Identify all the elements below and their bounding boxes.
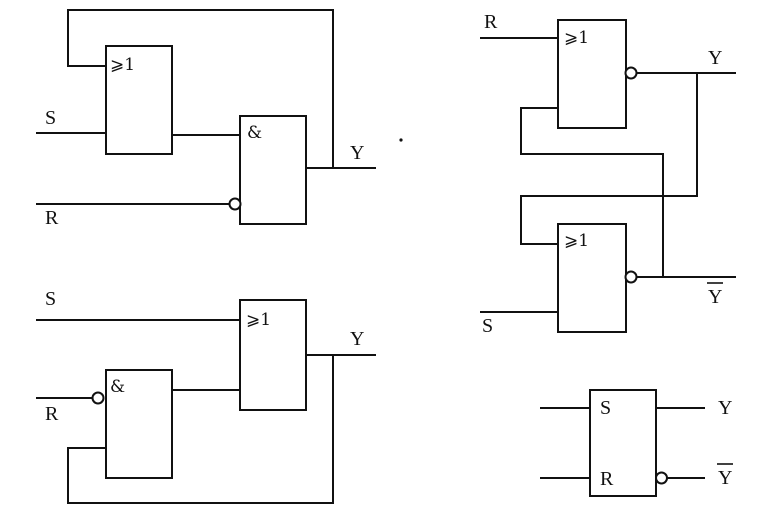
cross-wire-y — [520, 73, 698, 245]
output-y-label: Y — [708, 47, 722, 69]
lower-output-bubble — [624, 270, 638, 284]
input-r-label: R — [45, 403, 59, 425]
output-y-label: Y — [350, 142, 364, 164]
or-gate — [105, 45, 173, 155]
and-gate — [105, 369, 173, 479]
and-gate-symbol: & — [247, 123, 262, 143]
or-gate-symbol: ⩾1 — [110, 55, 135, 75]
stray-dot — [399, 138, 403, 142]
inverter-bubble — [228, 197, 242, 211]
lower-gate-symbol: ⩾1 — [564, 231, 589, 251]
and-gate — [239, 115, 307, 225]
input-s-label: S — [45, 288, 56, 310]
output-bubble — [655, 471, 668, 485]
output-y-bar-label: Y — [718, 467, 732, 489]
output-y-bar-label: Y — [708, 286, 722, 308]
block-input-r-label: R — [600, 468, 614, 490]
input-r-label: R — [484, 11, 498, 33]
output-y-label: Y — [350, 328, 364, 350]
cross-wire-y-bar — [520, 107, 664, 277]
feedback-wire — [67, 355, 334, 504]
circuit-bottom-left: ⩾1 & S R Y — [36, 288, 376, 504]
or-gate-symbol: ⩾1 — [246, 310, 271, 330]
feedback-wire — [67, 9, 334, 168]
lower-nor-gate — [557, 223, 627, 333]
circuit-top-left: ⩾1 & S R Y — [36, 9, 376, 229]
input-s-label: S — [45, 107, 56, 129]
and-gate-symbol: & — [110, 377, 125, 397]
or-gate — [239, 299, 307, 411]
circuit-top-right: ⩾1 ⩾1 R S Y Y — [480, 11, 736, 337]
block-input-s-label: S — [600, 397, 611, 419]
upper-nor-gate — [557, 19, 627, 129]
input-s-label: S — [482, 315, 493, 337]
circuit-bottom-right: S R Y Y — [540, 389, 733, 497]
upper-gate-symbol: ⩾1 — [564, 28, 589, 48]
sr-latch-block — [589, 389, 657, 497]
input-r-label: R — [45, 207, 59, 229]
inverter-bubble — [91, 391, 105, 405]
output-y-label: Y — [718, 397, 732, 419]
upper-output-bubble — [624, 66, 638, 80]
